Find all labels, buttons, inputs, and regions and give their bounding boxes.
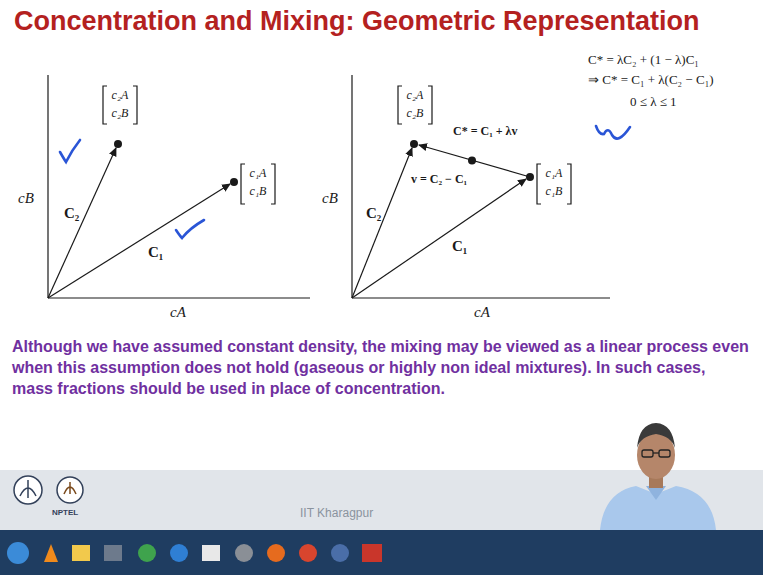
institute-logo	[14, 476, 42, 504]
point-dot	[114, 140, 122, 148]
pen-scribble	[596, 126, 630, 139]
tick-mark	[176, 220, 204, 238]
matrix-entry: c₂A	[105, 88, 135, 103]
institute-logo	[20, 480, 36, 498]
nptel-logo	[64, 482, 76, 494]
matrix-entry: c₁A	[243, 166, 273, 181]
line-annotation: v = C₂ − C₁	[410, 172, 468, 187]
hair	[637, 423, 675, 448]
body-note: Although we have assumed constant densit…	[12, 336, 750, 399]
matrix-bracket	[398, 86, 432, 124]
matrix-entry: c₁B	[539, 184, 569, 199]
matrix-entry: c₁A	[539, 166, 569, 181]
tick-mark	[60, 140, 80, 162]
vector-label: C₁	[452, 238, 467, 255]
nptel-logo	[57, 477, 83, 503]
shirt	[600, 486, 716, 530]
presenter	[600, 423, 716, 530]
equation: C* = λC₂ + (1 − λ)C₁	[588, 52, 699, 68]
x-axis	[48, 297, 310, 298]
taskbar	[0, 530, 763, 575]
vector-label: C₂	[366, 205, 381, 222]
matrix-entry: c₂B	[105, 106, 135, 121]
matrix-entry: c₁B	[243, 184, 273, 199]
axis-label: cB	[322, 190, 338, 207]
matrix-entry: c₂B	[400, 106, 430, 121]
matrix-bracket	[537, 164, 571, 204]
point-dot	[410, 140, 418, 148]
matrix-entry: c₂A	[400, 88, 430, 103]
vector-label: C₁	[148, 244, 163, 261]
line-annotation: C* = C₁ + λv	[452, 124, 519, 139]
matrix-bracket	[241, 164, 275, 204]
vector-arrow	[48, 184, 230, 298]
axis-label: cA	[474, 304, 490, 321]
x-axis	[352, 297, 610, 298]
vector-label: C₂	[64, 205, 79, 222]
vector-arrow	[48, 148, 116, 298]
footer-band	[0, 470, 763, 530]
matrix-bracket	[103, 86, 137, 124]
watermark: IIT Kharagpur	[300, 506, 373, 520]
point-dot	[230, 178, 238, 186]
taskbar-icons	[7, 542, 382, 564]
mixture-dot	[468, 157, 476, 165]
pen-marks	[60, 126, 630, 238]
equation: 0 ≤ λ ≤ 1	[630, 94, 677, 110]
axis-label: cB	[18, 190, 34, 207]
point-dot	[526, 173, 534, 181]
logo-caption: NPTEL	[52, 508, 78, 517]
y-axis	[47, 75, 48, 298]
y-axis	[351, 75, 352, 298]
left-plot	[48, 75, 310, 298]
equation: ⇒ C* = C₁ + λ(C₂ − C₁)	[588, 72, 714, 88]
slide-title: Concentration and Mixing: Geometric Repr…	[14, 6, 700, 37]
vector-arrow	[352, 179, 526, 298]
vector-arrow	[352, 148, 412, 298]
axis-label: cA	[170, 304, 186, 321]
right-plot	[352, 75, 610, 298]
collar	[646, 486, 666, 500]
glasses	[642, 450, 670, 457]
